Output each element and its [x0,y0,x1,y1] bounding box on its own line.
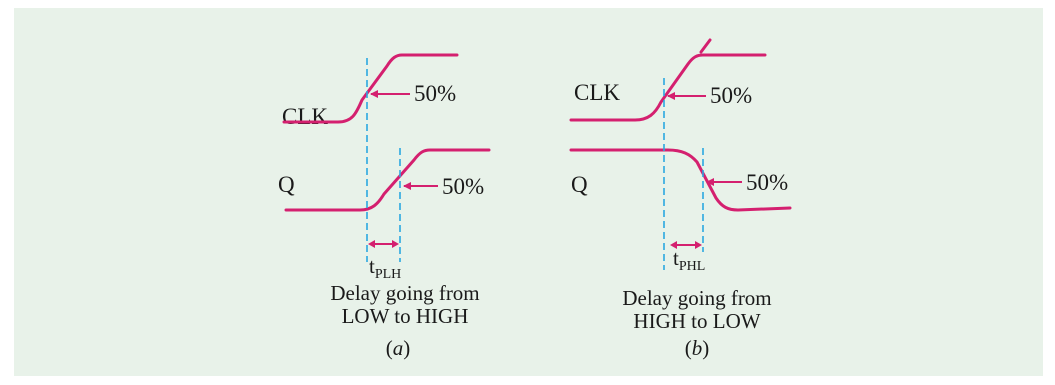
q-50-label-b: 50% [746,170,788,195]
caption-line1-a: Delay going from [330,281,479,305]
delay-arrow-left-head-b [670,241,677,249]
delay-arrow-left-head-a [368,240,375,248]
q-50-label-a: 50% [442,174,484,199]
panel-tag-b: (b) [685,336,710,360]
q-label-a: Q [278,172,295,197]
delay-arrow-right-head-a [392,240,399,248]
q-waveform-a [284,148,491,212]
clk-label-a: CLK [282,104,328,129]
panel-b: CLK Q 50% 50% tPHL Delay going from HIGH… [569,38,792,360]
panel-a: CLK Q 50% 50% tPLH Delay going from LOW … [278,53,491,360]
caption-line2-a: LOW to HIGH [342,304,469,328]
clk-waveform-a [282,53,459,124]
clk-50-label-b: 50% [710,83,752,108]
delay-arrow-right-head-b [695,241,702,249]
panel-tag-a: (a) [386,336,411,360]
q-label-b: Q [571,172,588,197]
delay-symbol-a: tPLH [369,254,401,282]
figure-background [14,8,1043,376]
caption-line2-b: HIGH to LOW [633,309,760,333]
clk-label-b: CLK [574,80,620,105]
caption-line1-b: Delay going from [622,286,771,310]
clk-waveform-b [569,53,767,122]
clk-50-label-a: 50% [414,81,456,106]
clk-overshoot-b [699,38,712,54]
delay-symbol-b: tPHL [673,246,705,274]
